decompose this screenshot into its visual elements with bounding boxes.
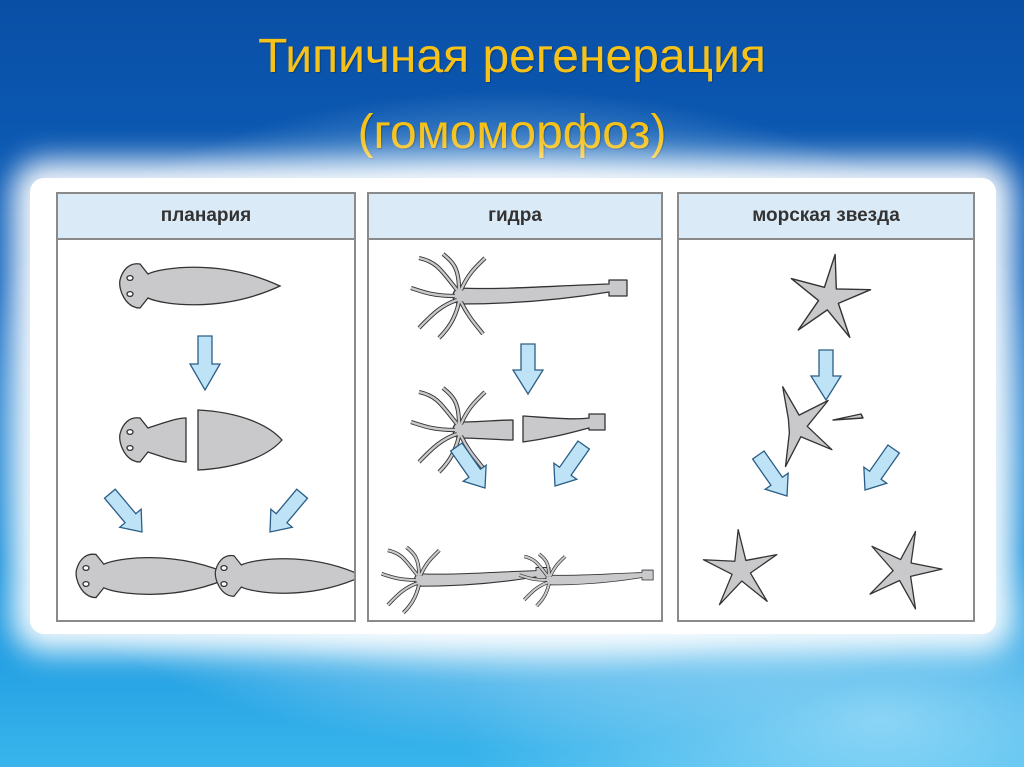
slide-title-line2: (гомоморфоз) [357,106,667,159]
starfish-cut-arm [832,413,864,421]
hydra-foot-piece [522,413,606,443]
planaria-head-piece [119,417,187,463]
planaria-tail-piece [197,409,283,471]
planaria-regenerated-left [75,553,234,599]
arrow-down-right-icon [269,488,309,533]
arrow-down-right-icon [553,440,591,487]
arrow-down-left-icon [103,488,143,533]
arrow-down-icon [809,349,843,402]
starfish-regenerated-right [857,519,952,614]
hydra-diagram [380,252,654,615]
planaria-diagram [75,263,354,599]
panel-planaria: планария [56,192,356,622]
hydra-regenerated-right [518,552,654,608]
arrow-down-icon [188,335,222,392]
panel-header-hydra: гидра [369,194,661,240]
arrow-down-right-icon [863,444,901,491]
panel-header-starfish: морская звезда [679,194,973,240]
slide-title-line1: Типичная регенерация [258,30,766,83]
arrow-down-left-icon [449,442,487,489]
arrow-down-icon [511,343,545,396]
planaria-whole [119,263,281,309]
starfish-whole [783,248,876,340]
starfish-diagram [700,248,952,614]
arrow-down-left-icon [751,450,789,497]
panel-hydra: гидра [367,192,663,622]
hydra-head-piece [410,386,514,474]
planaria-regenerated-right [214,554,354,597]
hydra-whole [410,252,628,340]
panel-header-planaria: планария [58,194,354,240]
panel-starfish: морская звезда [677,192,975,622]
starfish-regenerated-left [700,526,781,607]
hydra-regenerated-left [380,545,551,615]
